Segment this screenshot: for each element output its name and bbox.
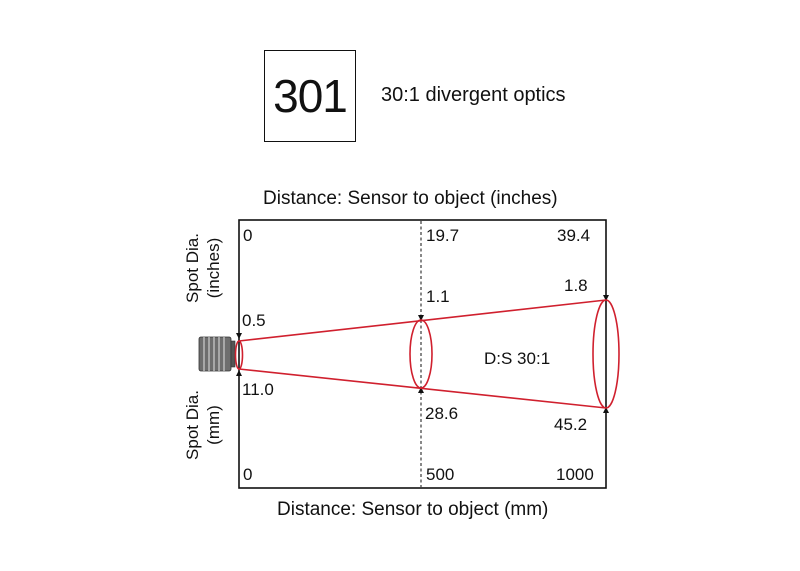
distance-inches-0: 0 <box>243 226 253 245</box>
spot-ellipse-500 <box>409 319 433 389</box>
spot-mm-500: 28.6 <box>425 404 459 423</box>
distance-mm-1000: 1000 <box>556 465 594 484</box>
spot-mm-1000: 45.2 <box>554 415 588 434</box>
beam-cone <box>234 299 620 409</box>
spot-dia-mm-line1: Spot Dia. <box>183 390 202 460</box>
distance-mm-500: 500 <box>426 465 455 484</box>
model-code: 301 <box>273 70 348 122</box>
model-code-box: 301 <box>264 50 356 142</box>
ratio-label: D:S 30:1 <box>484 349 551 368</box>
spot-inches-500: 1.1 <box>426 287 450 306</box>
spot-mm-0: 11.0 <box>242 380 274 399</box>
sensor-icon <box>198 336 236 372</box>
spot-dia-inches-line1: Spot Dia. <box>183 233 202 303</box>
distance-inches-19-7: 19.7 <box>426 226 460 245</box>
spot-inches-0: 0.5 <box>242 311 266 330</box>
arrow-up-500 <box>418 387 424 393</box>
bottom-axis-title: Distance: Sensor to object (mm) <box>277 499 549 520</box>
spot-ellipse-0 <box>234 340 244 370</box>
distance-mm-0: 0 <box>243 465 253 484</box>
spot-ellipse-1000 <box>592 299 620 409</box>
arrow-down-500 <box>418 315 424 321</box>
spot-diameter-inches-label: Spot Dia. (inches) <box>182 226 226 310</box>
arrow-down-1000 <box>603 295 609 301</box>
top-axis-title: Distance: Sensor to object (inches) <box>263 188 558 209</box>
arrow-up-0 <box>236 370 242 376</box>
spot-inches-1000: 1.8 <box>564 276 588 295</box>
distance-inches-39-4: 39.4 <box>557 226 591 245</box>
arrow-up-1000 <box>603 407 609 413</box>
optics-description: 30:1 divergent optics <box>381 84 566 106</box>
diagram-frame <box>238 219 607 489</box>
spot-dia-inches-line2: (inches) <box>204 237 223 299</box>
arrow-down-0 <box>236 333 242 339</box>
spot-diameter-mm-label: Spot Dia. (mm) <box>182 383 226 467</box>
spot-dia-mm-line2: (mm) <box>204 405 223 445</box>
